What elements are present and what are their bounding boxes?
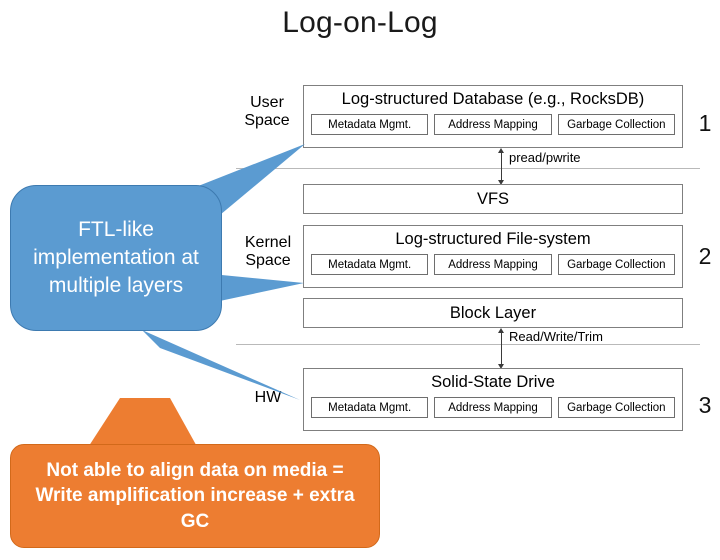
arrow-pread-pwrite-head-up [498,148,504,153]
layer-solid-state-drive[interactable]: Solid-State Drive Metadata Mgmt. Address… [303,368,683,431]
index-number-3: 3 [698,392,712,418]
layer-title-ssd: Solid-State Drive [431,373,555,391]
callout-write-amplification[interactable]: Not able to align data on media = Write … [10,444,380,548]
label-hw-text: HW [254,389,282,406]
sub-box-metadata-mgmt-ssd[interactable]: Metadata Mgmt. [311,396,429,418]
sub-row-database: Metadata Mgmt. Address Mapping Garbage C… [304,113,682,135]
layer-title-database: Log-structured Database (e.g., RocksDB) [341,90,645,108]
layer-vfs[interactable]: VFS [303,184,683,214]
label-hw: HW [246,389,290,407]
separator-kernel-hw [236,344,700,345]
arrow-pread-pwrite-label: pread/pwrite [509,150,581,165]
label-user-space: User Space [236,94,298,130]
callout-write-amplification-text: Not able to align data on media = Write … [35,459,355,532]
label-kernel-space: Kernel Space [232,234,304,270]
layer-log-structured-file-system[interactable]: Log-structured File-system Metadata Mgmt… [303,225,683,288]
label-kernel-space-line2: Space [245,251,291,269]
index-number-2: 2 [698,243,712,269]
arrow-pread-pwrite-head-down [498,180,504,185]
sub-box-address-mapping-fs[interactable]: Address Mapping [434,253,552,275]
callout-ftl-like[interactable]: FTL-like implementation at multiple laye… [10,185,222,331]
index-number-1: 1 [698,110,712,136]
page-title: Log-on-Log [282,6,438,39]
arrow-read-write-trim-line [501,332,502,366]
sub-box-address-mapping-ssd[interactable]: Address Mapping [434,396,552,418]
arrow-read-write-trim-head-up [498,328,504,333]
layer-title-vfs: VFS [476,189,510,208]
sub-box-garbage-collection-fs[interactable]: Garbage Collection [557,253,675,275]
arrow-read-write-trim-label: Read/Write/Trim [509,329,603,344]
sub-row-file-system: Metadata Mgmt. Address Mapping Garbage C… [304,253,682,275]
label-user-space-line1: User [250,94,284,111]
label-kernel-space-line1: Kernel [244,234,292,251]
sub-row-ssd: Metadata Mgmt. Address Mapping Garbage C… [304,396,682,418]
arrow-pread-pwrite-line [501,152,502,182]
arrow-read-write-trim: Read/Write/Trim [498,328,681,369]
arrow-pread-pwrite: pread/pwrite [498,148,661,185]
label-user-space-line2: Space [244,111,290,129]
callout-ftl-like-text: FTL-like implementation at multiple laye… [33,218,199,297]
sub-box-garbage-collection-db[interactable]: Garbage Collection [557,113,675,135]
layer-title-block-layer: Block Layer [449,303,537,322]
layer-title-file-system: Log-structured File-system [395,230,591,248]
sub-box-metadata-mgmt-db[interactable]: Metadata Mgmt. [311,113,429,135]
layer-block-layer[interactable]: Block Layer [303,298,683,328]
separator-user-kernel [236,168,700,169]
arrow-read-write-trim-head-down [498,364,504,369]
sub-box-metadata-mgmt-fs[interactable]: Metadata Mgmt. [311,253,429,275]
sub-box-address-mapping-db[interactable]: Address Mapping [434,113,552,135]
layer-log-structured-database[interactable]: Log-structured Database (e.g., RocksDB) … [303,85,683,148]
sub-box-garbage-collection-ssd[interactable]: Garbage Collection [557,396,675,418]
